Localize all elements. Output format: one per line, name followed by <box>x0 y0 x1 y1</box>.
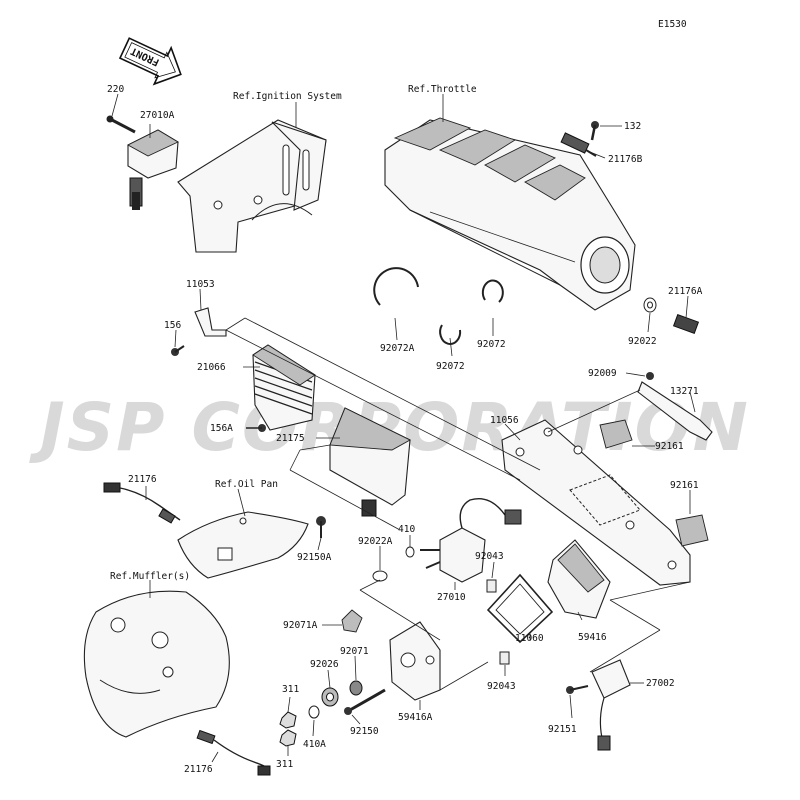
label-11060: 11060 <box>515 633 544 644</box>
collar-92043-b <box>499 651 510 665</box>
bolt-92009 <box>646 372 654 380</box>
front-arrow-icon: FRONT <box>118 37 182 86</box>
bolt-92150 <box>344 688 386 715</box>
label-92161-a: 92161 <box>655 441 684 452</box>
plate-11056 <box>501 419 691 586</box>
housing-59416 <box>547 539 611 619</box>
sensor-21176-top <box>103 482 181 524</box>
housing-59416A <box>389 621 441 701</box>
rubber-92161-b <box>675 514 709 547</box>
label-59416A: 59416A <box>398 712 433 723</box>
relay-27002 <box>591 659 631 751</box>
rubber-92161-a <box>599 419 633 449</box>
oil-pan <box>177 511 309 579</box>
label-92150A: 92150A <box>297 552 332 563</box>
label-21176B: 21176B <box>608 154 643 165</box>
label-92026: 92026 <box>310 659 339 670</box>
label-27002: 27002 <box>646 678 675 689</box>
label-21066: 21066 <box>197 362 226 373</box>
label-311-a: 311 <box>282 684 299 695</box>
label-92022A: 92022A <box>358 536 393 547</box>
bolt-220 <box>106 115 136 134</box>
bracket-11053 <box>194 307 227 337</box>
label-311-b: 311 <box>276 759 293 770</box>
bolt-92151 <box>566 685 589 694</box>
label-27010A: 27010A <box>140 110 175 121</box>
label-156: 156 <box>164 320 181 331</box>
label-11056: 11056 <box>490 415 519 426</box>
label-92071: 92071 <box>340 646 369 657</box>
regulator-21066 <box>252 344 316 431</box>
bracket-13271 <box>637 381 713 441</box>
label-92151: 92151 <box>548 724 577 735</box>
washer-410 <box>405 546 415 558</box>
washer-92022 <box>643 297 657 313</box>
label-92043-b: 92043 <box>487 681 516 692</box>
ref-mufflers: Ref.Muffler(s) <box>110 571 190 582</box>
label-21176A: 21176A <box>668 286 703 297</box>
label-92072A: 92072A <box>380 343 415 354</box>
sensor-21176-bottom <box>196 729 271 776</box>
label-92009: 92009 <box>588 368 617 379</box>
label-132: 132 <box>624 121 641 132</box>
label-11053: 11053 <box>186 279 215 290</box>
ref-throttle: Ref.Throttle <box>408 84 477 95</box>
sensor-21176A <box>672 313 700 335</box>
ref-ignition-system: Ref.Ignition System <box>233 91 342 102</box>
nut-311-b <box>279 729 297 747</box>
gasket-11060 <box>486 573 554 644</box>
label-156A: 156A <box>210 423 233 434</box>
label-21176-bottom: 21176 <box>184 764 213 775</box>
label-92072-top: 92072 <box>477 339 506 350</box>
label-92022: 92022 <box>628 336 657 347</box>
label-13271: 13271 <box>670 386 699 397</box>
label-21175: 21175 <box>276 433 305 444</box>
label-220: 220 <box>107 84 124 95</box>
label-410: 410 <box>398 524 415 535</box>
cap-92071A <box>341 609 363 633</box>
nut-92022A <box>372 570 388 582</box>
label-92161-b: 92161 <box>670 480 699 491</box>
label-92072-bottom: 92072 <box>436 361 465 372</box>
throttle-body <box>384 117 636 311</box>
label-92043-a: 92043 <box>475 551 504 562</box>
sensor-21176B <box>560 132 597 157</box>
diagram-code: E1530 <box>658 19 687 30</box>
regulator-27010A <box>127 129 179 210</box>
clamp-92072-top <box>481 279 504 303</box>
label-92150: 92150 <box>350 726 379 737</box>
relay-27010 <box>420 497 522 583</box>
ref-oil-pan: Ref.Oil Pan <box>215 479 278 490</box>
bolt-156A <box>246 424 266 432</box>
cap-92071 <box>349 680 363 696</box>
clamp-92072A <box>373 267 419 306</box>
label-410A: 410A <box>303 739 326 750</box>
clamp-92072-bottom <box>439 324 462 345</box>
bolt-132 <box>590 121 599 141</box>
bolt-156 <box>171 345 185 356</box>
nut-311-a <box>279 711 297 729</box>
assembly-lines <box>225 317 691 691</box>
muffler-cover <box>83 590 230 738</box>
label-92071A: 92071A <box>283 620 318 631</box>
label-27010: 27010 <box>437 592 466 603</box>
label-59416: 59416 <box>578 632 607 643</box>
bolt-92150A <box>316 516 326 538</box>
label-21176-top: 21176 <box>128 474 157 485</box>
seal-92026 <box>321 687 339 707</box>
ignition-bracket <box>177 119 327 253</box>
ecu-21175 <box>329 407 411 517</box>
washer-410A <box>308 705 320 719</box>
collar-92043-a <box>486 579 497 593</box>
